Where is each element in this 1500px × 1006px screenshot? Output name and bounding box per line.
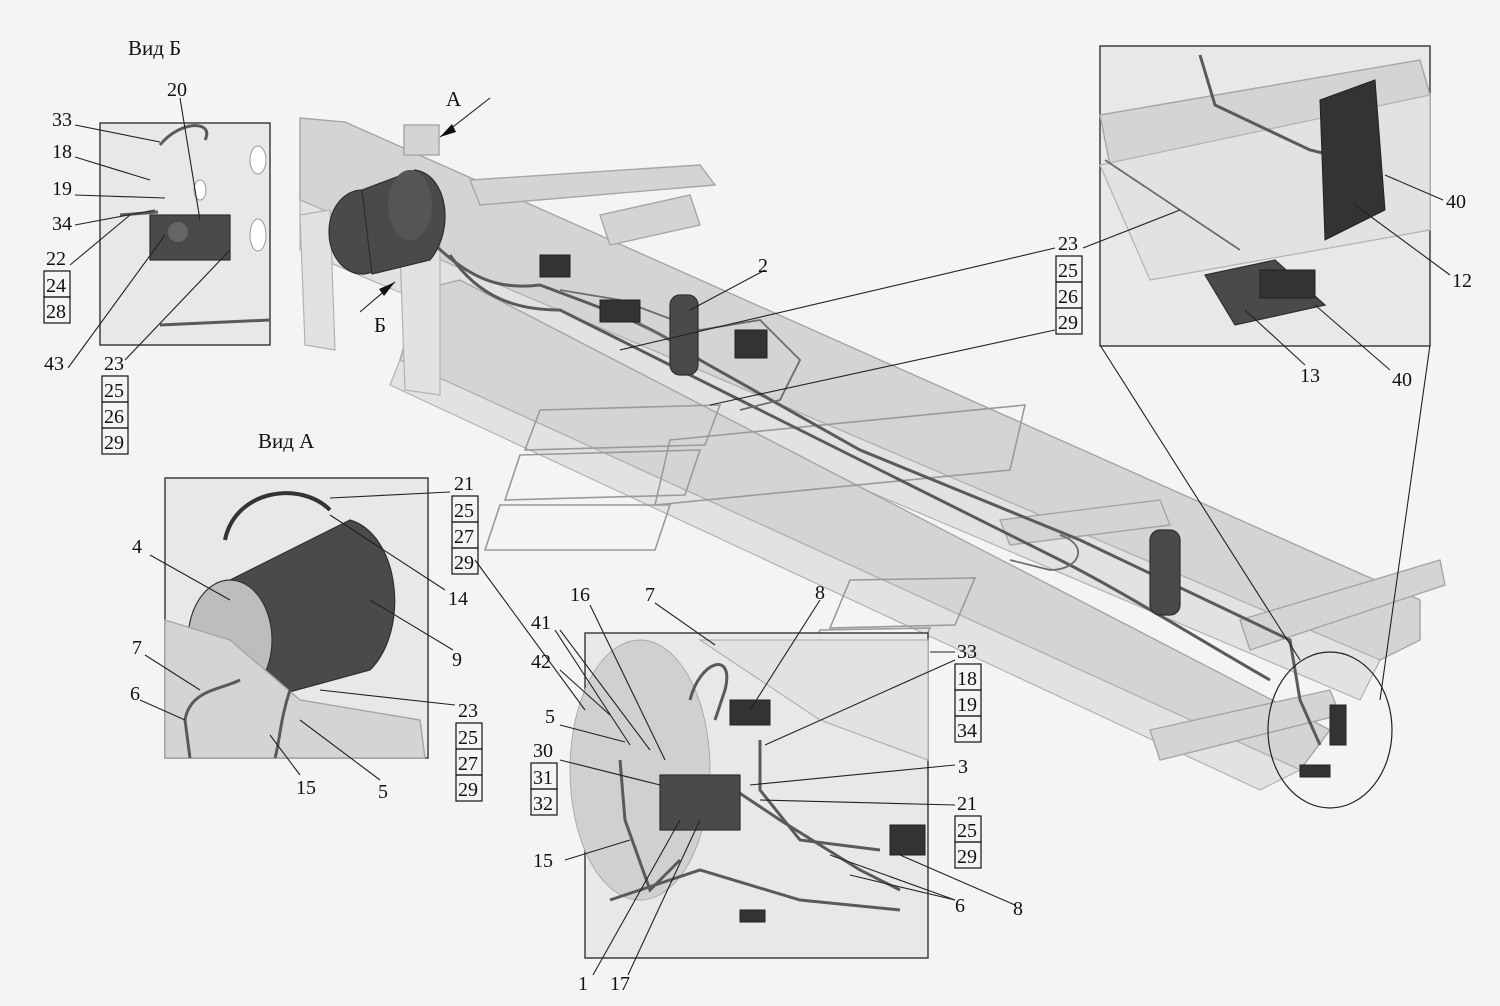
callout-detail-1: 1: [578, 973, 588, 995]
callout-detail-25: 25: [957, 820, 977, 842]
callout-detail-7: 7: [645, 584, 655, 606]
callout-right-13: 13: [1300, 365, 1320, 387]
callout-detail-8a: 8: [815, 582, 825, 604]
callout-view-b-25: 25: [104, 380, 124, 402]
callout-detail-6: 6: [955, 895, 965, 917]
callout-view-b-26: 26: [104, 406, 124, 428]
callout-stack-view-b-1: 22 24 28: [43, 248, 71, 324]
magnifier-circle: [1099, 344, 1431, 809]
callout-view-b-18: 18: [52, 141, 72, 163]
callout-main-25: 25: [1058, 260, 1078, 282]
callout-main-26: 26: [1058, 286, 1078, 308]
callout-view-a-14: 14: [448, 588, 468, 610]
callout-main-23: 23: [1058, 233, 1078, 255]
callout-detail-21: 21: [957, 793, 977, 815]
leader-lines: [67, 97, 1451, 976]
callout-main-2: 2: [758, 255, 768, 277]
arrow-label-a: А: [446, 87, 462, 111]
callout-view-b-20: 20: [167, 79, 187, 101]
view-b-inset: Вид Б: [99, 36, 271, 346]
callout-view-a-5: 5: [378, 781, 388, 803]
callout-detail-5: 5: [545, 706, 555, 728]
callout-stack-view-a-1: 21 25 27 29: [451, 473, 479, 575]
callout-right-40b: 40: [1392, 369, 1412, 391]
callout-view-a-29: 29: [454, 552, 474, 574]
callout-detail-42: 42: [531, 651, 551, 673]
callout-view-a-7: 7: [132, 637, 142, 659]
callout-detail-18: 18: [957, 668, 977, 690]
callout-detail-29: 29: [957, 846, 977, 868]
callout-detail-31: 31: [533, 767, 553, 789]
callout-view-a-27: 27: [454, 526, 474, 548]
view-a-inset: Вид А: [164, 429, 429, 759]
callout-stack-main: 23 25 26 29: [1055, 233, 1083, 335]
arrow-label-b: Б: [374, 313, 386, 337]
callout-view-a-27b: 27: [458, 753, 478, 775]
callout-view-b-23: 23: [104, 353, 124, 375]
callout-detail-19: 19: [957, 694, 977, 716]
valve-detail-inset: [569, 632, 929, 959]
callout-stack-detail-3: 21 25 29: [954, 793, 982, 869]
view-a-title: Вид А: [258, 429, 315, 453]
callout-stack-detail-1: 33 18 19 34: [954, 641, 982, 743]
main-components: [539, 254, 1347, 778]
callout-right-12: 12: [1452, 270, 1472, 292]
bracket-detail-inset: [1099, 45, 1431, 347]
callout-detail-16: 16: [570, 584, 590, 606]
callout-stack-view-a-2: 23 25 27 29: [455, 700, 483, 802]
callout-detail-3: 3: [958, 756, 968, 778]
callout-main-29: 29: [1058, 312, 1078, 334]
callout-view-a-6: 6: [130, 683, 140, 705]
callout-detail-32: 32: [533, 793, 553, 815]
callout-view-a-23: 23: [458, 700, 478, 722]
main-receiver-tank: [328, 124, 446, 275]
callout-detail-41: 41: [531, 612, 551, 634]
callout-view-b-43: 43: [44, 353, 64, 375]
callout-view-b-22: 22: [46, 248, 66, 270]
callout-view-b-28: 28: [46, 301, 66, 323]
callout-detail-15: 15: [533, 850, 553, 872]
callout-detail-34: 34: [957, 720, 977, 742]
callout-view-b-34: 34: [52, 213, 72, 235]
callout-view-a-9: 9: [452, 649, 462, 671]
callout-view-b-29: 29: [104, 432, 124, 454]
callout-detail-30: 30: [533, 740, 553, 762]
callout-view-a-25: 25: [454, 500, 474, 522]
callout-view-a-15: 15: [296, 777, 316, 799]
callout-detail-8b: 8: [1013, 898, 1023, 920]
callout-right-40a: 40: [1446, 191, 1466, 213]
callout-view-a-29b: 29: [458, 779, 478, 801]
view-arrows: А Б: [359, 87, 491, 337]
callout-view-a-4: 4: [132, 536, 142, 558]
callout-stack-detail-2: 30 31 32: [530, 740, 558, 816]
callout-view-b-24: 24: [46, 275, 66, 297]
view-b-title: Вид Б: [128, 36, 181, 60]
callout-view-a-25b: 25: [458, 727, 478, 749]
callout-view-b-33: 33: [52, 109, 72, 131]
callout-detail-33: 33: [957, 641, 977, 663]
callout-stack-view-b-2: 23 25 26 29: [101, 353, 129, 455]
callout-view-b-19: 19: [52, 178, 72, 200]
callout-detail-17: 17: [610, 973, 630, 995]
callout-view-a-21: 21: [454, 473, 474, 495]
